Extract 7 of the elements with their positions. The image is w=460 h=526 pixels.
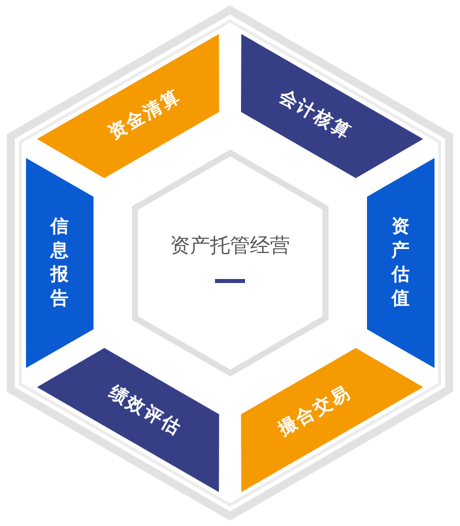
segment-label: 资产估值 [390, 214, 411, 312]
segment-label: 资金清算 [106, 87, 184, 144]
center-title: 资产托管经营 [168, 233, 291, 257]
segment-label: 撮合交易 [276, 382, 354, 439]
segment-label: 绩效评估 [106, 382, 184, 439]
segment-label: 信息报告 [49, 214, 70, 312]
segment-label: 会计核算 [276, 87, 354, 144]
